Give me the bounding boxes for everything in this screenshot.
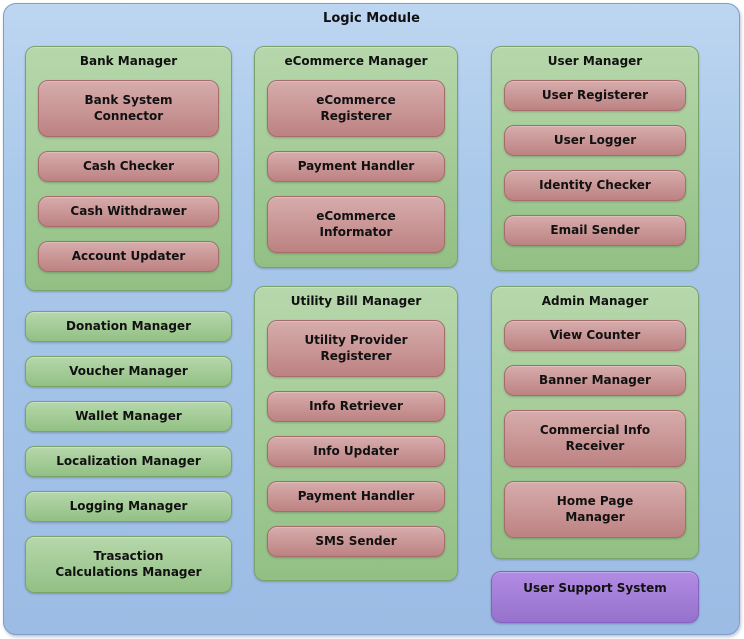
component-bank-system-connector: Bank System Connector: [38, 80, 219, 137]
group-items-bank: Bank System Connector Cash Checker Cash …: [26, 80, 231, 272]
column-middle: eCommerce Manager eCommerce Registerer P…: [254, 46, 458, 581]
component-email-sender: Email Sender: [504, 215, 686, 246]
logic-module-container: Logic Module Bank Manager Bank System Co…: [3, 3, 740, 635]
group-items-utility: Utility Provider Registerer Info Retriev…: [255, 320, 457, 557]
group-title-utility-bill-manager: Utility Bill Manager: [290, 294, 422, 308]
component-commercial-info-receiver: Commercial Info Receiver: [504, 410, 686, 467]
component-banner-manager: Banner Manager: [504, 365, 686, 396]
component-utility-provider-registerer: Utility Provider Registerer: [267, 320, 445, 377]
group-admin-manager: Admin Manager View Counter Banner Manage…: [491, 286, 699, 559]
manager-voucher: Voucher Manager: [25, 356, 232, 387]
group-title-user-manager: User Manager: [547, 54, 643, 68]
group-title-admin-manager: Admin Manager: [541, 294, 649, 308]
group-user-manager: User Manager User Registerer User Logger…: [491, 46, 699, 271]
manager-localization: Localization Manager: [25, 446, 232, 477]
component-cash-checker: Cash Checker: [38, 151, 219, 182]
column-right: User Manager User Registerer User Logger…: [491, 46, 699, 623]
diagram-title: Logic Module: [323, 11, 420, 26]
manager-wallet: Wallet Manager: [25, 401, 232, 432]
manager-trasaction-calculations: Trasaction Calculations Manager: [25, 536, 232, 593]
component-payment-handler-utility: Payment Handler: [267, 481, 445, 512]
component-user-registerer: User Registerer: [504, 80, 686, 111]
component-ecommerce-informator: eCommerce Informator: [267, 196, 445, 253]
group-items-ecommerce: eCommerce Registerer Payment Handler eCo…: [255, 80, 457, 253]
group-bank-manager: Bank Manager Bank System Connector Cash …: [25, 46, 232, 291]
user-support-system-box: User Support System: [491, 571, 699, 623]
group-utility-bill-manager: Utility Bill Manager Utility Provider Re…: [254, 286, 458, 581]
component-identity-checker: Identity Checker: [504, 170, 686, 201]
component-cash-withdrawer: Cash Withdrawer: [38, 196, 219, 227]
manager-logging: Logging Manager: [25, 491, 232, 522]
component-ecommerce-registerer: eCommerce Registerer: [267, 80, 445, 137]
group-title-ecommerce-manager: eCommerce Manager: [284, 54, 428, 68]
group-ecommerce-manager: eCommerce Manager eCommerce Registerer P…: [254, 46, 458, 268]
group-items-admin: View Counter Banner Manager Commercial I…: [492, 320, 698, 538]
component-info-retriever: Info Retriever: [267, 391, 445, 422]
component-info-updater: Info Updater: [267, 436, 445, 467]
component-user-logger: User Logger: [504, 125, 686, 156]
manager-donation: Donation Manager: [25, 311, 232, 342]
component-home-page-manager: Home Page Manager: [504, 481, 686, 538]
component-payment-handler-ecommerce: Payment Handler: [267, 151, 445, 182]
component-sms-sender: SMS Sender: [267, 526, 445, 557]
column-left: Bank Manager Bank System Connector Cash …: [25, 46, 232, 593]
component-account-updater: Account Updater: [38, 241, 219, 272]
group-title-bank-manager: Bank Manager: [79, 54, 178, 68]
component-view-counter: View Counter: [504, 320, 686, 351]
group-items-user: User Registerer User Logger Identity Che…: [492, 80, 698, 246]
